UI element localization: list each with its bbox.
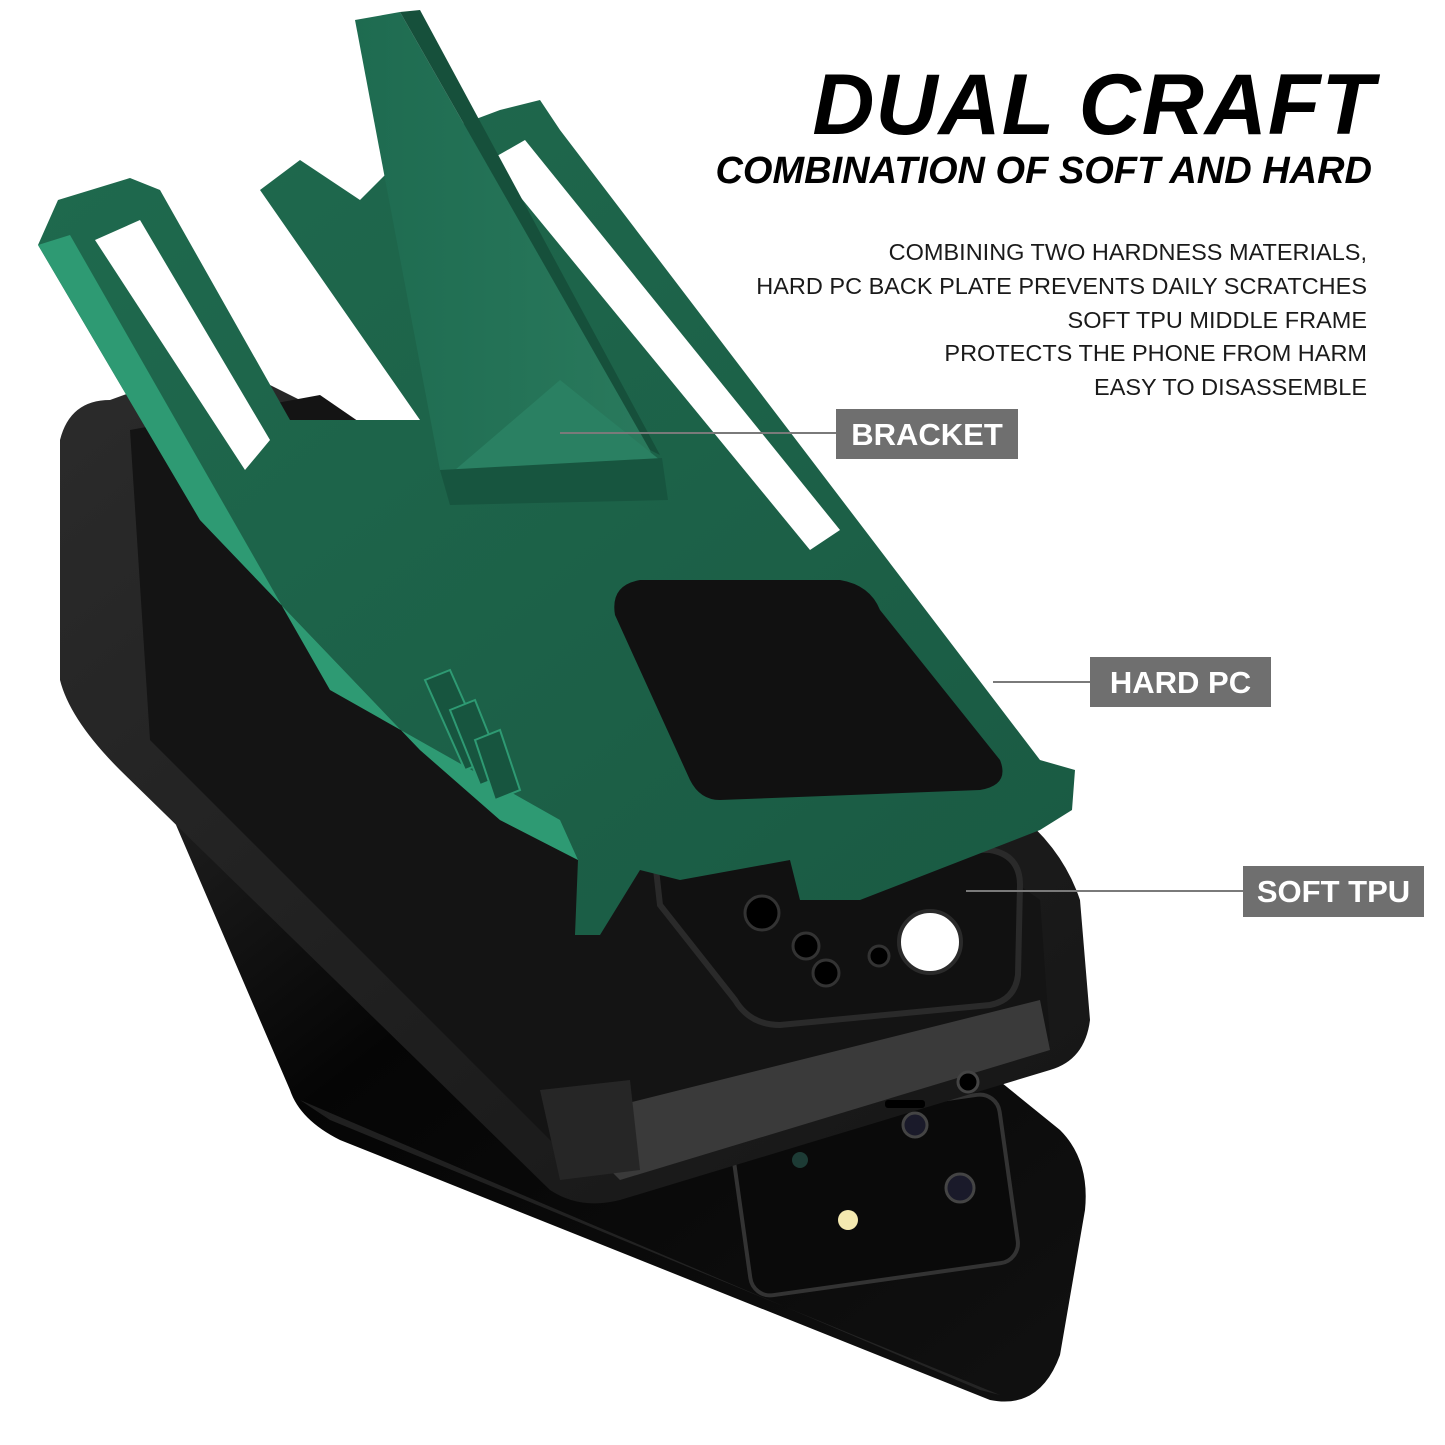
description-line: HARD PC BACK PLATE PREVENTS DAILY SCRATC… (756, 272, 1367, 299)
hard-pc-plate (38, 10, 1075, 935)
description-line: SOFT TPU MIDDLE FRAME (1067, 306, 1367, 333)
feature-description: COMBINING TWO HARDNESS MATERIALS, HARD P… (756, 236, 1367, 405)
hard-pc-label: HARD PC (1090, 657, 1271, 707)
description-line: EASY TO DISASSEMBLE (1094, 374, 1367, 401)
headline-title: DUAL CRAFT (812, 57, 1375, 153)
flash-icon (838, 1210, 858, 1230)
soft-tpu-label: SOFT TPU (1243, 866, 1424, 917)
headline-subtitle: COMBINATION OF SOFT AND HARD (715, 150, 1372, 192)
bracket-label: BRACKET (836, 409, 1018, 459)
headphone-port-icon (956, 1070, 980, 1094)
description-line: COMBINING TWO HARDNESS MATERIALS, (888, 239, 1367, 265)
description-line: PROTECTS THE PHONE FROM HARM (944, 340, 1367, 367)
